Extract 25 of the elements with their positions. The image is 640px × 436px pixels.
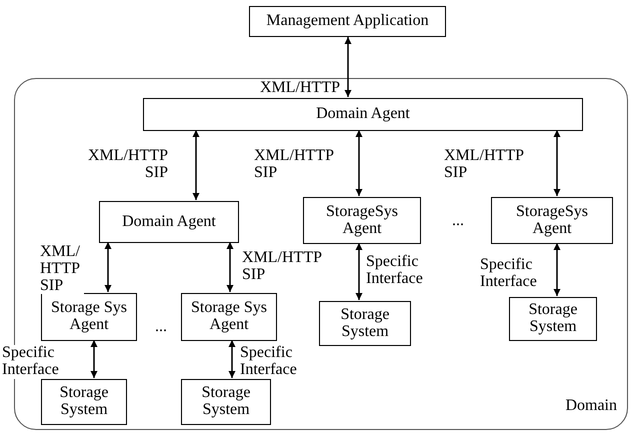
- component-box: Storage System: [41, 379, 127, 425]
- domain-label: Domain: [565, 397, 617, 415]
- component-box: Storage Sys Agent: [181, 293, 277, 341]
- component-box: StorageSys Agent: [491, 197, 613, 244]
- double-arrow: [356, 130, 362, 196]
- double-arrow: [356, 243, 362, 300]
- double-arrow: [192, 130, 200, 200]
- component-box: Storage System: [181, 379, 271, 425]
- component-box: StorageSys Agent: [303, 197, 421, 244]
- edge-label: XML/ HTTP SIP: [40, 244, 84, 294]
- double-arrow: [554, 243, 560, 296]
- double-arrow: [228, 340, 236, 378]
- component-box: Management Application: [249, 6, 446, 37]
- double-arrow: [344, 37, 352, 97]
- double-arrow: [90, 340, 98, 378]
- double-arrow: [554, 130, 560, 196]
- double-arrow: [226, 242, 234, 292]
- component-box: Storage Sys Agent: [41, 293, 137, 341]
- ellipsis: ...: [155, 318, 167, 336]
- component-box: Storage System: [509, 297, 597, 341]
- component-box: Storage System: [319, 301, 411, 346]
- component-box: Domain Agent: [99, 201, 239, 243]
- ellipsis: ...: [452, 212, 464, 230]
- component-box: Domain Agent: [143, 98, 583, 131]
- double-arrow: [104, 242, 112, 292]
